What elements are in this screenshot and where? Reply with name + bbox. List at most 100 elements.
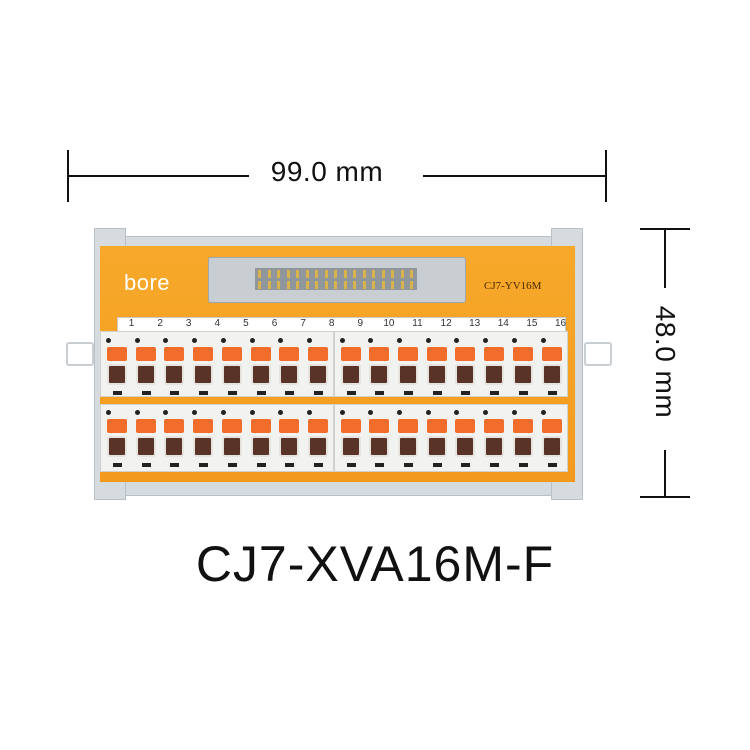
width-dimension-label: 99.0 mm bbox=[270, 156, 384, 187]
terminal-lever bbox=[221, 419, 242, 433]
terminal-release-slot bbox=[432, 391, 442, 395]
connector-pin bbox=[296, 270, 299, 278]
terminal-test-point bbox=[134, 338, 140, 343]
terminal-release-slot bbox=[227, 391, 237, 395]
terminal-test-point bbox=[454, 338, 460, 343]
terminal-release-slot bbox=[141, 463, 151, 467]
terminal-test-point bbox=[249, 410, 255, 415]
terminal-test-point bbox=[339, 410, 345, 415]
terminal-release-slot bbox=[170, 391, 180, 395]
terminal-release-slot bbox=[518, 391, 528, 395]
connector-pin bbox=[334, 270, 337, 278]
wire-entry-hole bbox=[221, 364, 242, 385]
wire-entry-hole bbox=[541, 436, 562, 457]
terminal-number-label: 12 bbox=[440, 318, 452, 329]
terminal-lever bbox=[426, 347, 447, 361]
wire-entry-hole bbox=[107, 364, 127, 385]
connector-pin bbox=[343, 281, 347, 289]
terminal-test-point bbox=[220, 410, 226, 415]
connector-pin bbox=[334, 281, 337, 289]
terminal-number-label: 6 bbox=[271, 318, 278, 329]
terminal-lever bbox=[455, 419, 476, 433]
idc-header-connector bbox=[208, 257, 466, 303]
terminal-lever bbox=[426, 419, 447, 433]
terminal-release-slot bbox=[256, 463, 266, 467]
terminal-test-point bbox=[511, 410, 517, 415]
terminal-test-point bbox=[306, 410, 312, 415]
terminal-number-label: 9 bbox=[357, 318, 364, 329]
connector-slot bbox=[255, 268, 417, 290]
terminal-lever bbox=[398, 419, 418, 433]
wire-entry-hole bbox=[455, 364, 476, 385]
connector-pin bbox=[267, 270, 271, 278]
wire-entry-hole bbox=[340, 436, 361, 457]
terminal-lever bbox=[107, 347, 127, 361]
wire-entry-hole bbox=[512, 364, 533, 385]
terminal-release-slot bbox=[141, 391, 151, 395]
connector-pin bbox=[362, 281, 366, 289]
terminal-test-point bbox=[192, 338, 198, 343]
terminal-number-label: 7 bbox=[300, 318, 306, 329]
terminal-test-point bbox=[339, 338, 345, 343]
terminal-lever bbox=[107, 419, 127, 433]
wire-entry-hole bbox=[107, 436, 127, 457]
terminal-lever bbox=[279, 347, 300, 361]
connector-pin bbox=[353, 270, 356, 278]
terminal-release-slot bbox=[547, 391, 557, 395]
connector-pin bbox=[410, 270, 413, 278]
wire-entry-hole bbox=[307, 364, 328, 385]
terminal-lever bbox=[512, 419, 533, 433]
connector-pin bbox=[305, 281, 309, 289]
terminal-test-point bbox=[106, 410, 111, 415]
connector-pin bbox=[315, 281, 318, 289]
terminal-number-label: 3 bbox=[185, 318, 192, 329]
terminal-release-slot bbox=[375, 463, 385, 467]
connector-pin bbox=[391, 270, 394, 278]
terminal-release-slot bbox=[199, 391, 209, 395]
connector-pin bbox=[315, 270, 318, 278]
terminal-number-label: 1 bbox=[128, 318, 135, 329]
terminal-lever bbox=[455, 347, 476, 361]
terminal-release-slot bbox=[313, 463, 323, 467]
connector-pin bbox=[258, 270, 261, 278]
terminal-release-slot bbox=[432, 463, 442, 467]
terminal-number-label: 5 bbox=[243, 318, 249, 329]
connector-pin bbox=[362, 270, 366, 278]
wire-entry-hole bbox=[398, 364, 418, 385]
terminal-lever bbox=[135, 419, 156, 433]
terminal-number-label: 4 bbox=[214, 318, 221, 329]
wire-entry-hole bbox=[369, 364, 390, 385]
terminal-test-point bbox=[540, 338, 546, 343]
terminal-release-slot bbox=[404, 391, 413, 395]
terminal-release-slot bbox=[285, 463, 295, 467]
terminal-lever bbox=[307, 419, 328, 433]
connector-pin bbox=[286, 281, 290, 289]
connector-pin bbox=[305, 270, 309, 278]
mount-clip-left bbox=[66, 342, 94, 366]
terminal-lever bbox=[541, 419, 562, 433]
connector-pin bbox=[372, 281, 375, 289]
terminal-test-point bbox=[220, 338, 226, 343]
terminal-test-point bbox=[134, 410, 140, 415]
wire-entry-hole bbox=[340, 364, 361, 385]
wire-entry-hole bbox=[512, 436, 533, 457]
wire-entry-hole bbox=[279, 436, 300, 457]
terminal-test-point bbox=[278, 338, 284, 343]
connector-pin bbox=[343, 270, 347, 278]
terminal-test-point bbox=[397, 410, 402, 415]
connector-pin bbox=[277, 270, 280, 278]
height-dimension-line bbox=[640, 228, 690, 498]
pcb-model-text: CJ7-YV16M bbox=[484, 280, 542, 292]
wire-entry-hole bbox=[484, 364, 505, 385]
rail-bottom bbox=[94, 480, 583, 496]
wire-entry-hole bbox=[193, 436, 214, 457]
wire-entry-hole bbox=[307, 436, 328, 457]
product-model-name: CJ7-XVA16M-F bbox=[195, 536, 555, 592]
terminal-number-label: 13 bbox=[469, 318, 481, 329]
terminal-lever bbox=[340, 347, 361, 361]
terminal-release-slot bbox=[518, 463, 528, 467]
connector-pin bbox=[267, 281, 271, 289]
terminal-lever bbox=[164, 347, 185, 361]
terminal-lever bbox=[135, 347, 156, 361]
terminal-test-point bbox=[306, 338, 312, 343]
